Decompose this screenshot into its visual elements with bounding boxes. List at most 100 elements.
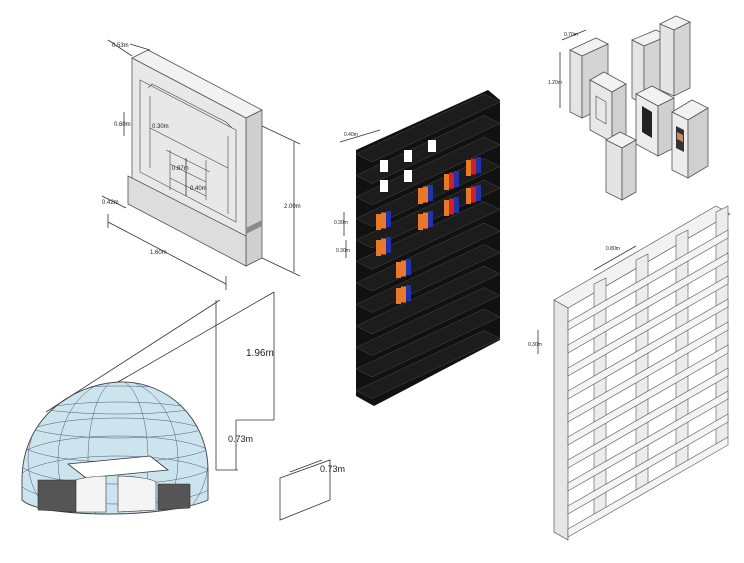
- book: [401, 286, 406, 303]
- dim-label-plinth: 0.42m: [102, 200, 119, 206]
- lattice-shelf: [567, 229, 729, 331]
- black-shelf-drawing: 0.40m 0.30m 0.30m: [334, 90, 501, 406]
- dim-label-panel-height: 1.20m: [548, 80, 562, 86]
- book: [454, 171, 459, 187]
- panel-side: [621, 139, 637, 201]
- shelf-slab: [355, 265, 501, 335]
- panel-front: [569, 49, 583, 119]
- dome-platform: [66, 455, 170, 479]
- dim-label-mid2: 0.40m: [190, 186, 207, 192]
- book: [386, 211, 391, 227]
- book: [381, 238, 386, 255]
- dim-line: [593, 245, 637, 271]
- book: [396, 288, 401, 304]
- book: [466, 188, 471, 204]
- book: [418, 214, 423, 230]
- panel-side: [611, 83, 627, 143]
- shelf-gap: [404, 150, 412, 162]
- dim-line: [107, 221, 227, 285]
- dim-line: [107, 39, 133, 57]
- lattice-shelf: [567, 436, 729, 538]
- framed-picture-detail: [677, 132, 683, 142]
- shelf-slab: [355, 287, 501, 356]
- cabinet-side-face: [245, 109, 263, 267]
- dim-label-small: 0.30m: [336, 248, 350, 254]
- book: [449, 172, 454, 189]
- book: [471, 158, 476, 175]
- dome-drawing: 1.96m 0.73m: [21, 291, 275, 515]
- dim-line: [289, 459, 323, 473]
- shelf-slab: [355, 308, 501, 378]
- dim-line: [45, 299, 221, 413]
- lattice-shelf: [567, 321, 729, 423]
- book: [396, 262, 401, 278]
- lattice-shelf: [567, 275, 729, 377]
- book: [471, 186, 476, 203]
- shelf-slab: [355, 93, 501, 163]
- book: [466, 160, 471, 176]
- dim-line: [129, 43, 151, 51]
- dim-label-mid: 0.30m: [334, 220, 348, 226]
- panel-front: [605, 139, 623, 201]
- dim-label-top: 0.40m: [344, 132, 358, 138]
- book: [454, 197, 459, 213]
- shelf-slab: [355, 244, 501, 313]
- dim-label-dome-height: 1.96m: [246, 348, 274, 359]
- shelf-slab: [355, 330, 501, 399]
- book: [381, 212, 386, 229]
- shelf-slab: [355, 136, 501, 206]
- shelf-slab: [355, 201, 501, 270]
- dome-opening-left: [37, 479, 77, 513]
- dim-label-width: 1.60m: [150, 250, 167, 256]
- dim-label-lattice-rise: 0.30m: [528, 342, 542, 348]
- book: [428, 185, 433, 201]
- dim-line: [117, 291, 275, 383]
- book: [406, 259, 411, 275]
- lattice-shelf: [567, 252, 729, 354]
- book: [449, 198, 454, 215]
- shelf-slab: [355, 222, 501, 292]
- book: [376, 214, 381, 230]
- dim-tick: [261, 257, 301, 277]
- sheet-outline: [279, 459, 331, 521]
- dim-label-height: 2.00m: [284, 204, 301, 210]
- dim-label-dome-base: 0.73m: [228, 434, 253, 444]
- dim-label-shelf-gap: 0.60m: [114, 122, 131, 128]
- cabinet-recess-arch: [147, 83, 233, 129]
- book: [386, 237, 391, 253]
- cabinet-shelf: [165, 149, 211, 173]
- book: [444, 174, 449, 190]
- dim-label-inner-top: 0.30m: [152, 124, 169, 130]
- dim-label-depth: 0.53m: [112, 43, 129, 49]
- book: [401, 260, 406, 277]
- dim-line: [101, 195, 127, 209]
- panel-front: [659, 23, 675, 97]
- cabinet-drawing: 0.53m 0.60m 0.30m 0.87m 0.40m 0.42m 1.60…: [101, 39, 301, 290]
- panel-inset: [595, 95, 607, 125]
- cabinet-recess: [139, 79, 237, 223]
- framed-picture: [642, 106, 652, 138]
- sheet-drawing: 0.73m: [279, 459, 345, 521]
- book: [376, 240, 381, 256]
- book: [428, 211, 433, 227]
- book: [476, 157, 481, 173]
- shelf-gap: [404, 170, 412, 182]
- book: [423, 186, 428, 203]
- dim-line: [561, 29, 587, 41]
- lattice-shelf: [567, 390, 729, 492]
- book: [418, 188, 423, 204]
- panel-side: [673, 21, 691, 97]
- dim-label-panel-width: 0.70m: [564, 32, 578, 38]
- cabinet-shelf: [149, 127, 229, 169]
- book: [423, 212, 428, 229]
- book: [476, 185, 481, 201]
- cabinet-shelf: [169, 163, 207, 183]
- dim-label-sheet-height: 0.73m: [320, 464, 345, 474]
- book: [444, 200, 449, 216]
- shelf-gap: [428, 140, 436, 152]
- panels-drawing: 0.70m 1.20m: [548, 15, 709, 201]
- cabinet-plinth-stripe: [246, 220, 262, 234]
- lattice-shelf: [567, 344, 729, 446]
